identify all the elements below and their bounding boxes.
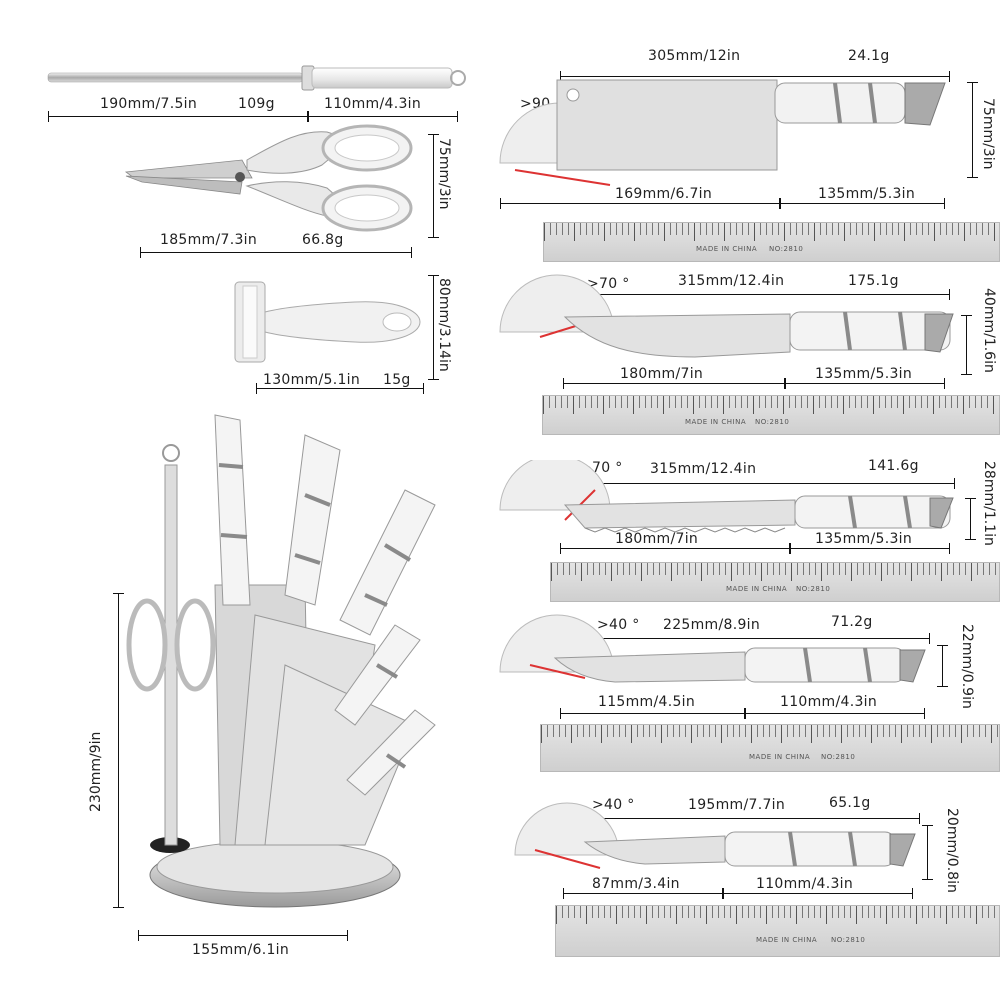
bread-blade-label: 180mm/7in xyxy=(615,531,699,547)
bread-handle-label: 135mm/5.3in xyxy=(815,531,913,547)
bread-width-line xyxy=(965,498,976,540)
utility-length-label: 225mm/8.9in xyxy=(663,617,761,633)
scissors-width-label: 75mm/3in xyxy=(436,138,452,210)
sharpener-length-line xyxy=(48,111,308,122)
cleaver-weight-label: 24.1g xyxy=(848,48,890,64)
chef-width-label: 40mm/1.6in xyxy=(981,288,997,373)
chef-knife-image xyxy=(499,274,954,358)
block-width-label: 155mm/6.1in xyxy=(192,942,290,958)
chef-handle-label: 135mm/5.3in xyxy=(815,366,913,382)
utility-angle-label: >40 ° xyxy=(597,617,640,633)
cleaver-length-line xyxy=(560,71,950,82)
bread-handle-line xyxy=(790,543,950,554)
scissors-width-line xyxy=(428,134,439,238)
chef-blade-line xyxy=(563,378,785,389)
chef-blade-label: 180mm/7in xyxy=(620,366,704,382)
sharpener-handle-label: 110mm/4.3in xyxy=(324,96,422,112)
scissors-weight-label: 66.8g xyxy=(302,232,344,248)
cleaver-blade-line xyxy=(500,198,780,209)
cleaver-handle-label: 135mm/5.3in xyxy=(818,186,916,202)
knife-block-set-image xyxy=(126,414,436,908)
chef-length-label: 315mm/12.4in xyxy=(678,273,785,289)
utility-width-label: 22mm/0.9in xyxy=(959,624,975,709)
peeler-length-line xyxy=(256,383,424,394)
cleaver-length-label: 305mm/12in xyxy=(648,48,741,64)
cleaver-blade-label: 169mm/6.7in xyxy=(615,186,713,202)
utility-handle-line xyxy=(745,708,925,719)
chef-width-line xyxy=(961,315,972,375)
paring-blade-line xyxy=(563,888,723,899)
utility-blade-label: 115mm/4.5in xyxy=(598,694,696,710)
bread-knife-image xyxy=(499,460,954,533)
peeler-image xyxy=(234,281,421,363)
peeler-weight-label: 15g xyxy=(383,372,411,388)
paring-width-line xyxy=(922,825,933,880)
sharpener-length-label: 190mm/7.5in xyxy=(100,96,198,112)
paring-knife-image xyxy=(514,802,916,869)
paring-weight-label: 65.1g xyxy=(829,795,871,811)
scissors-length-line xyxy=(140,247,412,258)
ruler-4: MADE IN CHINA NO:2810 xyxy=(540,724,1000,772)
ruler-1: MADE IN CHINA NO:2810 xyxy=(543,222,1000,262)
peeler-width-label: 80mm/3.14in xyxy=(436,278,452,372)
chef-angle-label: >70 ° xyxy=(587,276,630,292)
cleaver-width-label: 75mm/3in xyxy=(980,98,996,170)
ruler-3: MADE IN CHINA NO:2810 xyxy=(550,562,1000,602)
utility-weight-label: 71.2g xyxy=(831,614,873,630)
paring-handle-label: 110mm/4.3in xyxy=(756,876,854,892)
peeler-width-line xyxy=(428,275,439,380)
bread-width-label: 28mm/1.1in xyxy=(981,461,997,546)
block-height-line xyxy=(113,593,124,908)
cleaver-width-line xyxy=(967,82,978,178)
sharpener-handle-line xyxy=(308,111,458,122)
peeler-length-label: 130mm/5.1in xyxy=(263,372,361,388)
paring-blade-label: 87mm/3.4in xyxy=(592,876,680,892)
chef-weight-label: 175.1g xyxy=(848,273,899,289)
utility-handle-label: 110mm/4.3in xyxy=(780,694,878,710)
bread-length-label: 315mm/12.4in xyxy=(650,461,757,477)
cleaver-handle-line xyxy=(780,198,945,209)
utility-blade-line xyxy=(560,708,745,719)
sharpening-rod-image xyxy=(47,65,466,91)
chef-handle-line xyxy=(785,378,945,389)
sharpener-weight-label: 109g xyxy=(238,96,275,112)
bread-blade-line xyxy=(560,543,790,554)
ruler-5: MADE IN CHINA NO:2810 xyxy=(555,905,1000,957)
paring-length-label: 195mm/7.7in xyxy=(688,797,786,813)
paring-handle-line xyxy=(723,888,913,899)
bread-weight-label: 141.6g xyxy=(868,458,919,474)
utility-knife-image xyxy=(499,614,926,683)
block-width-line xyxy=(138,930,348,941)
utility-width-line xyxy=(937,645,948,687)
cleaver-knife-image xyxy=(499,79,946,186)
scissors-length-label: 185mm/7.3in xyxy=(160,232,258,248)
block-height-label: 230mm/9in xyxy=(88,731,104,812)
ruler-2: MADE IN CHINA NO:2810 xyxy=(542,395,1000,435)
kitchen-scissors-image xyxy=(124,124,413,232)
paring-width-label: 20mm/0.8in xyxy=(944,808,960,893)
paring-angle-label: >40 ° xyxy=(592,797,635,813)
